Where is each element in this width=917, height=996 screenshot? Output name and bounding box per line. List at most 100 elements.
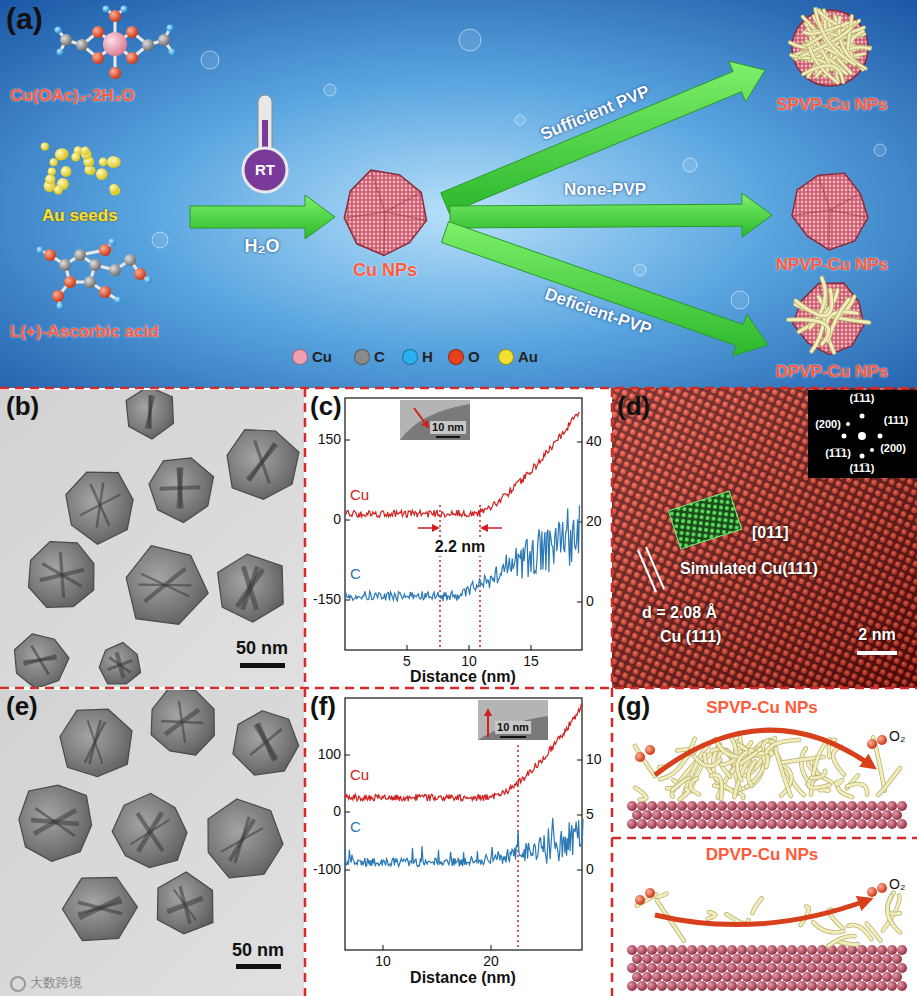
- copper-atom: [897, 963, 907, 973]
- copper-atom: [767, 801, 777, 811]
- particle-edge: [400, 404, 470, 440]
- pvp-chain: [796, 290, 832, 316]
- panel-letter: (e): [6, 692, 38, 722]
- copper-atom: [697, 945, 707, 955]
- series-label: C: [350, 565, 361, 582]
- copper-atom: [892, 810, 902, 820]
- pvp-chain: [813, 922, 843, 932]
- axis-tick: 0: [586, 593, 594, 609]
- axis-tick: 150: [318, 431, 341, 447]
- atom: [37, 247, 44, 254]
- twin-boundary: [146, 396, 154, 429]
- atom: [59, 259, 71, 271]
- copper-atom: [662, 954, 672, 964]
- scale-bar-label: 50 nm: [236, 638, 288, 659]
- pvp-chain-outline: [803, 65, 843, 82]
- twin-boundary: [248, 444, 277, 479]
- facet-edge: [385, 212, 426, 220]
- copper-atom: [747, 981, 757, 991]
- pvp-chain: [887, 896, 900, 933]
- copper-atom: [837, 819, 847, 829]
- copper-atom: [712, 810, 722, 820]
- copper-atom: [767, 963, 777, 973]
- pvp-chain: [694, 756, 720, 766]
- facet-edge: [818, 175, 830, 210]
- copper-atom: [627, 945, 637, 955]
- facet-edge: [384, 212, 385, 255]
- facet-edge: [830, 210, 868, 218]
- copper-atom: [872, 954, 882, 964]
- copper-atom: [687, 963, 697, 973]
- copper-atom: [707, 981, 717, 991]
- pvp-chain: [811, 771, 825, 778]
- pvp-chain: [803, 65, 843, 82]
- diffraction-spot: [842, 434, 847, 439]
- bubble: [459, 29, 481, 51]
- atom: [44, 249, 56, 261]
- copper-atom: [797, 819, 807, 829]
- molecule-label: O₂: [889, 876, 905, 892]
- copper-atom: [787, 801, 797, 811]
- copper-atom: [762, 954, 772, 964]
- copper-atom: [822, 954, 832, 964]
- atom: [124, 254, 136, 266]
- pvp-chain-outline: [635, 746, 655, 776]
- copper-atom: [802, 810, 812, 820]
- copper-atom: [757, 981, 767, 991]
- scale-bar-label: 10 nm: [495, 721, 531, 734]
- copper-atom: [672, 954, 682, 964]
- lattice-label: Cu (111): [660, 628, 721, 646]
- product-label: Cu NPs: [353, 260, 417, 281]
- product-label: SPVP-Cu NPs: [706, 698, 817, 718]
- panel-letter: (c): [310, 392, 342, 422]
- axis-tick-mark: [345, 755, 350, 756]
- axis-tick: 5: [586, 806, 594, 822]
- atom: [109, 10, 121, 22]
- plot-frame: [345, 398, 582, 650]
- pvp-chain-outline: [839, 942, 858, 945]
- pvp-chain: [815, 9, 855, 64]
- diffraction-spot: [870, 448, 874, 452]
- pvp-chain: [809, 781, 830, 788]
- copper-atom: [777, 801, 787, 811]
- twin-boundary: [250, 729, 281, 755]
- atom: [57, 49, 64, 56]
- panel-letter: (d): [617, 392, 650, 422]
- copper-atom: [632, 810, 642, 820]
- copper-atom: [812, 954, 822, 964]
- copper-atom: [887, 945, 897, 955]
- copper-atom: [817, 963, 827, 973]
- copper-atom: [682, 810, 692, 820]
- pvp-chain: [839, 942, 858, 945]
- legend-label: Au: [518, 348, 538, 365]
- twin-boundary: [235, 817, 249, 863]
- axis-tick-mark: [345, 600, 350, 601]
- oxygen-atom: [877, 735, 887, 745]
- twin-boundary: [237, 569, 263, 606]
- nanoparticle: [227, 430, 299, 500]
- copper-atom: [732, 810, 742, 820]
- copper-atom: [742, 954, 752, 964]
- copper-atom: [827, 801, 837, 811]
- plane-marker: [638, 550, 656, 592]
- copper-atom: [777, 963, 787, 973]
- copper-atom: [807, 819, 817, 829]
- nanoparticle: [112, 793, 187, 867]
- twin-boundary: [179, 468, 181, 509]
- copper-atom: [732, 954, 742, 964]
- thermometer-bulb: [243, 148, 287, 192]
- copper-atom: [692, 954, 702, 964]
- bubble: [201, 51, 219, 69]
- atom: [99, 244, 111, 256]
- copper-atom: [812, 810, 822, 820]
- pvp-chain: [828, 300, 849, 342]
- atom: [158, 34, 170, 46]
- copper-atom: [877, 963, 887, 973]
- legend-swatch: [448, 349, 464, 365]
- copper-atom: [627, 981, 637, 991]
- copper-atom: [847, 801, 857, 811]
- axis-tick-mark: [407, 645, 408, 650]
- panel-divider: [304, 388, 307, 996]
- copper-atom: [697, 981, 707, 991]
- bubble: [324, 84, 336, 96]
